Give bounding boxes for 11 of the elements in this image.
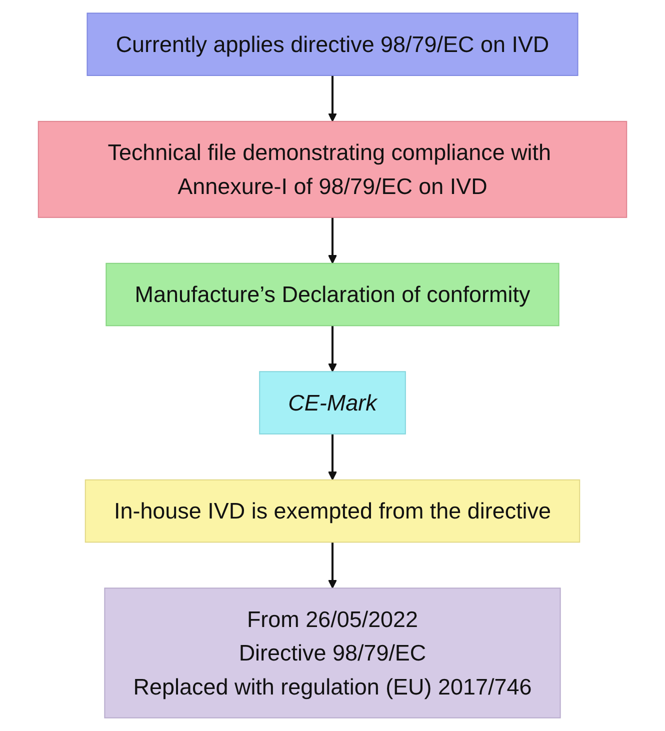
arrow [328, 75, 337, 122]
arrow [328, 326, 337, 372]
node-box: CE-Mark [259, 371, 406, 434]
arrow [328, 217, 337, 264]
arrow [328, 434, 337, 480]
node-box: In-house IVD is exempted from the directive [84, 479, 580, 543]
arrow [328, 542, 337, 589]
node-box: Manufacture’s Declaration of conformity [106, 262, 560, 326]
node-box: Currently applies directive 98/79/EC on IVD [86, 12, 578, 76]
node-box: From 26/05/2022 Directive 98/79/EC Replaced with regulation (EU) 2017/746 [104, 588, 561, 718]
node-box: Technical file demonstrating compliance with Annexure-I of 98/79/EC on IVD [38, 120, 628, 218]
